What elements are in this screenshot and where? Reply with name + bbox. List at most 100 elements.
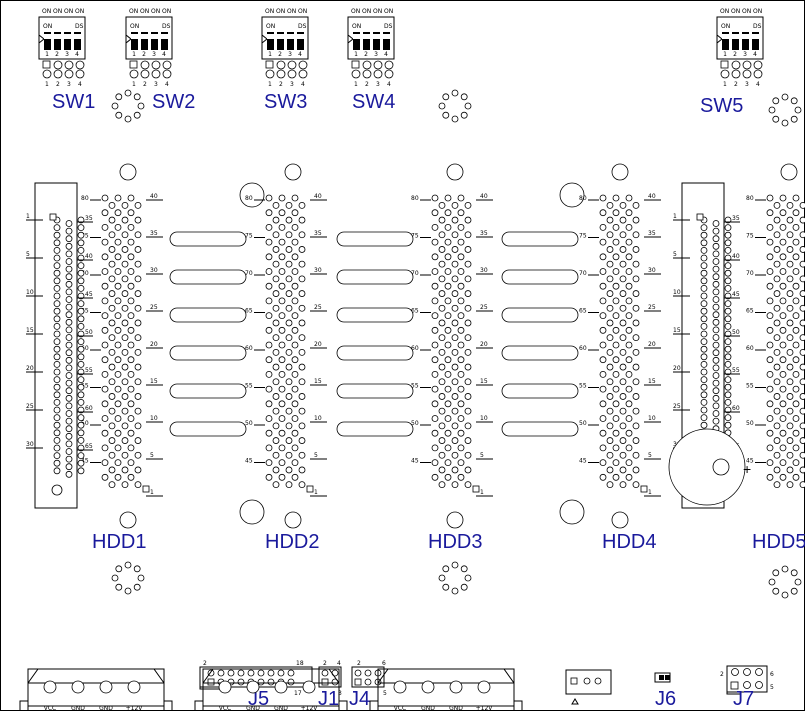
hdd-pin <box>799 466 805 474</box>
hdd-pin <box>779 385 787 393</box>
hdd-pin <box>457 444 465 452</box>
scsi-pin <box>53 231 61 239</box>
switch-ds-text: DS <box>75 23 84 30</box>
switch-bottom-num: 4 <box>756 81 760 88</box>
hole-dot <box>115 565 123 573</box>
switch-lever-window <box>742 34 749 39</box>
hdd-pin <box>101 459 109 467</box>
scsi-pin <box>77 345 85 353</box>
hdd-pin <box>431 194 439 202</box>
hdd-pin <box>792 415 800 422</box>
hdd-pin <box>278 326 286 334</box>
hdd-pin <box>606 246 614 253</box>
hdd-pin <box>134 334 142 342</box>
hole-dot <box>133 111 141 119</box>
switch-lever-window <box>267 34 274 39</box>
hdd-pin <box>773 466 781 474</box>
scsi-pin <box>724 398 732 406</box>
scsi-pin-label: 20 <box>673 365 681 372</box>
hdd1-label: HDD1 <box>92 531 146 553</box>
switch-pin <box>742 69 752 79</box>
switch-pin <box>64 69 74 79</box>
hdd-pin <box>121 275 129 283</box>
hole-dot <box>768 578 776 586</box>
power-pin-label: GND <box>421 705 435 711</box>
hdd-pin <box>792 253 800 261</box>
hole-dot <box>111 574 119 582</box>
hdd-pin <box>773 216 781 224</box>
hdd-pin <box>632 422 640 430</box>
switch-lever <box>151 32 158 50</box>
hdd-pin <box>451 437 459 444</box>
switch-ds-text: DS <box>298 23 307 30</box>
hdd-pin-label: 55 <box>411 383 419 390</box>
power-pin <box>274 680 288 694</box>
hdd-pin <box>285 393 293 400</box>
hdd-pin <box>632 319 640 327</box>
hdd-pin <box>298 246 306 253</box>
hdd-pin <box>101 385 109 393</box>
switch-pin <box>287 60 297 70</box>
hdd-pin <box>606 422 614 430</box>
hdd-pin <box>451 378 459 386</box>
hdd-pin <box>101 268 109 275</box>
hdd-pin <box>121 231 129 239</box>
switch-pin <box>162 60 172 70</box>
hdd-pin <box>599 459 607 467</box>
standoff-hole <box>239 182 265 208</box>
hdd-pin <box>438 407 446 415</box>
hdd-pin <box>612 400 620 408</box>
switch-lever-window <box>141 34 148 39</box>
hdd-pin <box>606 466 614 474</box>
hole-dot <box>442 583 450 591</box>
j5-pin-label: 17 <box>294 690 302 697</box>
hdd-pin <box>114 253 122 261</box>
hdd-pin <box>464 422 472 430</box>
hdd-pin <box>134 290 142 297</box>
power-body <box>202 668 340 707</box>
hdd-pin <box>779 268 787 275</box>
hdd-pin <box>127 370 135 378</box>
hdd-pin <box>779 194 787 202</box>
scsi-pin <box>712 250 720 258</box>
switch-pin-square <box>42 60 51 69</box>
hdd-pin <box>779 282 787 290</box>
hdd-pin <box>786 260 794 268</box>
hdd-pin-label: 70 <box>579 270 587 277</box>
hdd-pin <box>101 194 109 202</box>
hole-dot <box>442 111 450 119</box>
switch-pin <box>362 69 372 79</box>
hdd-pin <box>438 246 446 253</box>
hdd-pin-label: 25 <box>480 304 488 311</box>
hdd-pin <box>121 216 129 224</box>
j7-pin-label: 2 <box>720 671 724 678</box>
hdd-pin <box>431 356 439 364</box>
hdd-pin <box>108 260 116 268</box>
hdd-pin <box>265 385 273 393</box>
hdd-pin <box>134 348 142 356</box>
switch-pin <box>53 60 63 70</box>
hdd-pin <box>127 429 135 437</box>
power-pin-label: +12V <box>126 705 144 711</box>
hdd-pin <box>298 231 306 239</box>
scsi-pin <box>53 322 61 330</box>
slot <box>336 345 414 361</box>
hdd-pin <box>438 319 446 327</box>
hole-dot <box>768 106 776 114</box>
hdd-pin <box>127 268 135 275</box>
hdd-pin <box>298 481 306 489</box>
hdd-pin <box>438 304 446 312</box>
hdd-pin-label: 35 <box>150 230 158 237</box>
hdd-pin <box>779 253 787 261</box>
hole-dot <box>781 93 789 101</box>
hdd-pin <box>612 326 620 334</box>
hdd-pin <box>464 334 472 342</box>
hdd-pin-label: 20 <box>480 341 488 348</box>
scsi-pin <box>712 280 720 288</box>
scsi-pin <box>712 326 720 334</box>
scsi-pin <box>53 330 61 338</box>
hdd-pin <box>612 312 620 320</box>
scsi-pin <box>53 383 61 391</box>
